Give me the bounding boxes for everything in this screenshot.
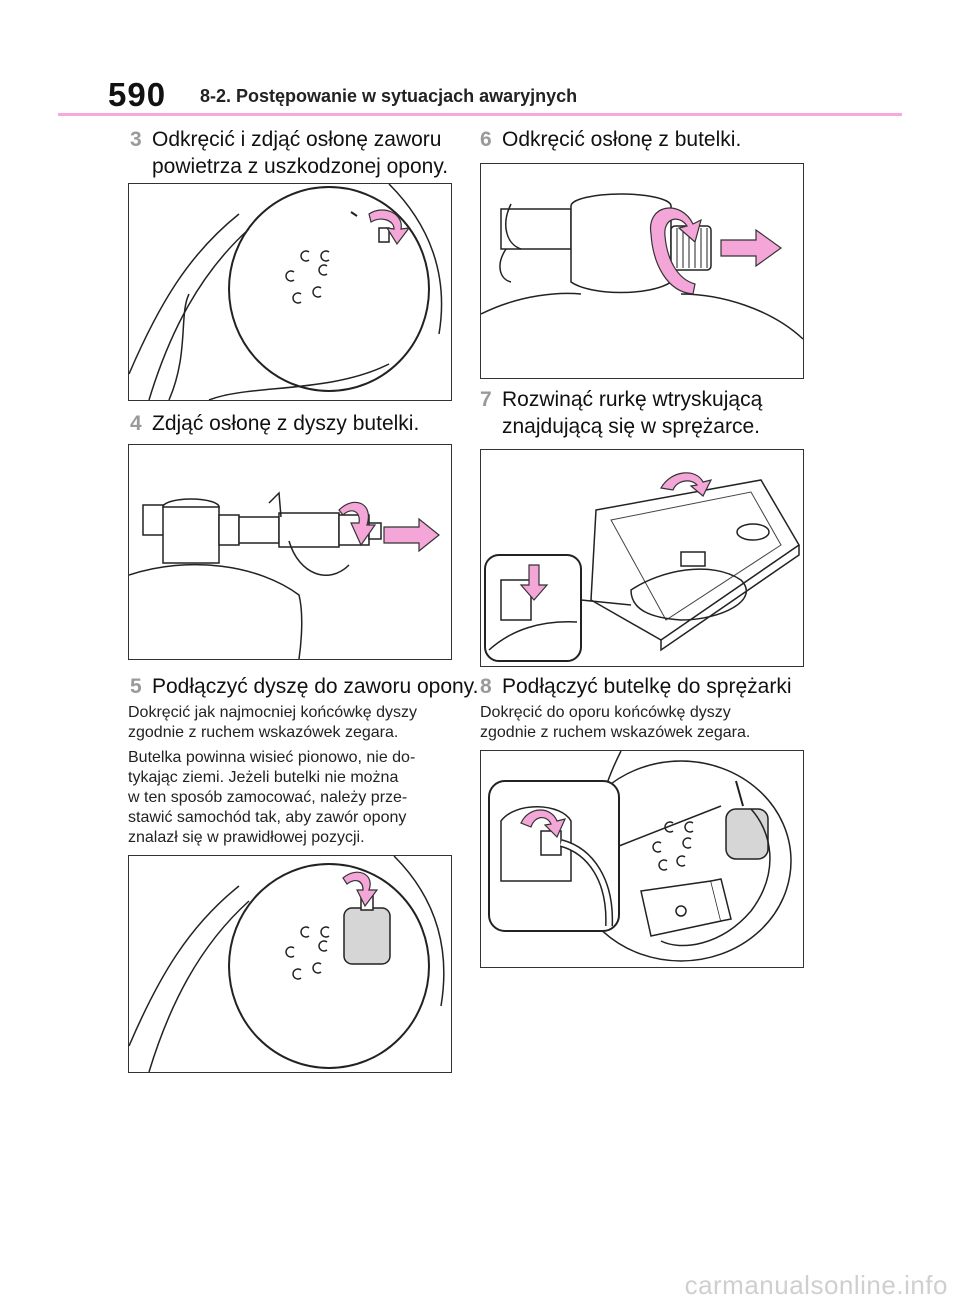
step-7: 7 Rozwinąć rurkę wtryskującą znajdującą si… xyxy=(480,386,762,440)
illustration-bottle-compressor xyxy=(488,751,792,962)
step-text-line: Podłączyć dyszę do zaworu opony. xyxy=(152,675,479,698)
step-4: 4 Zdjąć osłonę z dyszy butelki. xyxy=(130,410,419,437)
step-text-line: powietrza z uszkodzonej opony. xyxy=(152,155,449,178)
note-line: stawić samochód tak, aby zawór opony xyxy=(128,809,407,826)
step-number: 6 xyxy=(480,128,492,151)
step-8: 8 Podłączyć butelkę do sprężarki xyxy=(480,673,791,700)
note-line: tykając ziemi. Jeżeli butelki nie można xyxy=(128,769,399,786)
note-line: Dokręcić do oporu końcówkę dyszy xyxy=(480,704,731,721)
page-number: 590 xyxy=(108,76,167,113)
section-title: 8-2. Postępowanie w sytuacjach awaryjnyc… xyxy=(200,86,578,106)
illustration-bottle-nozzle xyxy=(129,491,440,659)
note-step5-tighten: Dokręcić jak najmocniej końcówkę dyszy z… xyxy=(128,703,417,743)
step-text-line: Rozwinąć rurkę wtryskującą xyxy=(502,388,763,411)
step-number: 3 xyxy=(130,128,142,151)
figure-compressor-hose xyxy=(480,449,804,667)
illustration-bottle-cap xyxy=(481,193,803,340)
step-3: 3 Odkręcić i zdjąć osłonę zaworu powietrza… xyxy=(130,126,448,180)
step-number: 4 xyxy=(130,412,142,435)
note-line: zgodnie z ruchem wskazówek zegara. xyxy=(480,724,751,741)
step-number: 8 xyxy=(480,675,492,698)
illustration-compressor xyxy=(484,472,800,662)
note-step8-tighten: Dokręcić do oporu końcówkę dyszy zgodnie… xyxy=(480,703,750,743)
figure-bottle-to-compressor xyxy=(480,750,804,968)
note-line: zgodnie z ruchem wskazówek zegara. xyxy=(128,724,399,741)
note-line: Butelka powinna wisieć pionowo, nie do- xyxy=(128,749,416,766)
step-6: 6 Odkręcić osłonę z butelki. xyxy=(480,126,741,153)
illustration-nozzle-valve xyxy=(129,856,445,1072)
figure-bottle-cap-removal xyxy=(480,163,804,379)
figure-bottle-nozzle-cap xyxy=(128,444,452,660)
step-number: 7 xyxy=(480,388,492,411)
step-text-line: Podłączyć butelkę do sprężarki xyxy=(502,675,792,698)
step-5: 5 Podłączyć dyszę do zaworu opony. xyxy=(130,673,478,700)
step-text-line: znajdującą się w sprężarce. xyxy=(502,415,760,438)
note-line: znalazł się w prawidłowej pozycji. xyxy=(128,829,365,846)
figure-tire-valve-cap xyxy=(128,183,452,401)
step-text-line: Zdjąć osłonę z dyszy butelki. xyxy=(152,412,420,435)
page-header: 590 8-2. Postępowanie w sytuacjach awary… xyxy=(0,0,960,120)
note-step5-bottle-position: Butelka powinna wisieć pionowo, nie do- … xyxy=(128,748,415,848)
note-line: Dokręcić jak najmocniej końcówkę dyszy xyxy=(128,704,417,721)
illustration-tire-valve xyxy=(129,184,443,400)
step-text-line: Odkręcić osłonę z butelki. xyxy=(502,128,742,151)
header-rule xyxy=(58,113,902,116)
step-text-line: Odkręcić i zdjąć osłonę zaworu xyxy=(152,128,442,151)
step-number: 5 xyxy=(130,675,142,698)
figure-nozzle-on-valve xyxy=(128,855,452,1073)
note-line: w ten sposób zamocować, należy prze- xyxy=(128,789,408,806)
watermark: carmanualsonline.info xyxy=(684,1270,948,1300)
